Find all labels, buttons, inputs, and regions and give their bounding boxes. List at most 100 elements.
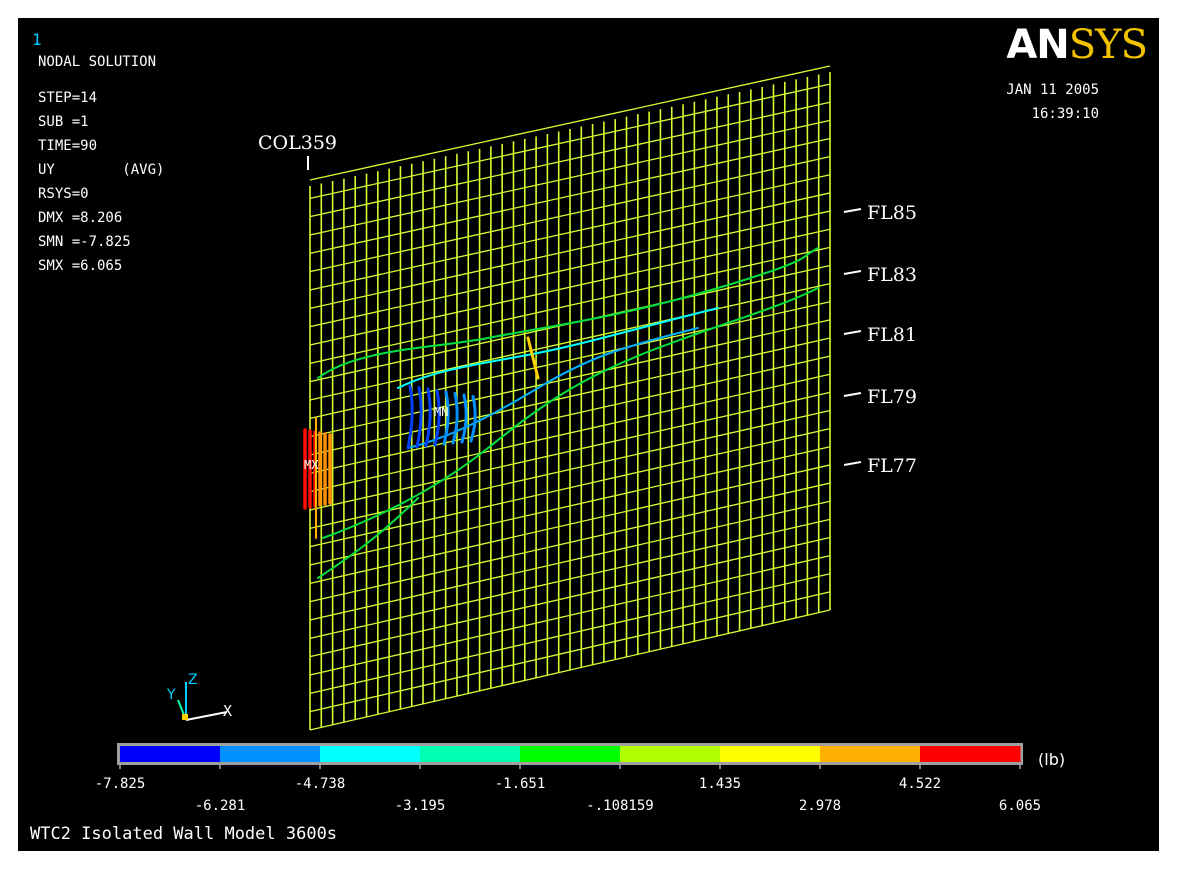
ansys-logo: ANSYS	[1006, 22, 1148, 68]
mesh-horizontal-line	[309, 319, 831, 438]
floor-label-fl77: FL77	[867, 455, 917, 477]
mesh-horizontal-line	[309, 83, 831, 199]
legend-swatch	[520, 746, 621, 762]
legend-label-top: 4.522	[898, 776, 942, 792]
blue-contour	[442, 390, 450, 446]
legend-label-bottom: -6.281	[194, 798, 246, 814]
legend-swatch	[920, 746, 1021, 762]
mesh-horizontal-line	[309, 409, 831, 529]
mesh-horizontal-line	[309, 609, 831, 731]
mesh-horizontal-line	[309, 518, 831, 639]
logo-an: AN	[1006, 22, 1069, 68]
max-marker-label: MX	[304, 458, 319, 472]
mesh-horizontal-line	[309, 137, 831, 254]
window-number: 1	[32, 30, 42, 49]
mesh-horizontal-line	[309, 65, 831, 181]
legend-swatch	[720, 746, 821, 762]
component-value: UY (AVG)	[38, 162, 165, 178]
plot-footer-title: WTC2 Isolated Wall Model 3600s	[30, 824, 338, 844]
smn-value: SMN =-7.825	[38, 234, 131, 250]
mesh-horizontal-line	[309, 228, 831, 346]
mesh-horizontal-line	[309, 101, 831, 218]
legend-swatch	[820, 746, 921, 762]
mesh-horizontal-line	[309, 428, 831, 548]
mesh-horizontal-line	[309, 301, 831, 419]
triad-origin	[182, 714, 188, 720]
floor-marker	[843, 330, 862, 335]
legend-label-bottom: -3.195	[394, 798, 446, 814]
graphics-window: 1 NODAL SOLUTION STEP=14 SUB =1 TIME=90 …	[18, 18, 1159, 851]
legend-swatch	[420, 746, 521, 762]
mesh-horizontal-line	[309, 591, 831, 713]
blue-contour	[469, 395, 477, 443]
column-label: COL359	[258, 132, 337, 154]
mesh-horizontal-line	[309, 573, 831, 694]
floor-marker	[843, 270, 862, 275]
legend-swatch	[320, 746, 421, 762]
mesh-horizontal-line	[309, 246, 831, 364]
triad-z-label: Z	[188, 672, 198, 688]
legend-label-top: -1.651	[494, 776, 546, 792]
legend-label-top: -7.825	[94, 776, 146, 792]
mesh-horizontal-line	[309, 119, 831, 236]
green-contour	[317, 497, 419, 579]
legend-swatch	[120, 746, 221, 762]
mesh-horizontal-line	[309, 355, 831, 474]
mesh-horizontal-line	[309, 446, 831, 566]
mesh-horizontal-line	[309, 373, 831, 493]
sub-value: SUB =1	[38, 114, 89, 130]
floor-marker	[843, 392, 862, 397]
floor-marker	[843, 208, 862, 213]
blue-contour	[451, 392, 459, 445]
mesh-horizontal-line	[309, 391, 831, 511]
dmx-value: DMX =8.206	[38, 210, 123, 226]
triad-x-axis	[185, 711, 228, 721]
legend-swatch	[620, 746, 721, 762]
mesh-horizontal-line	[309, 482, 831, 603]
wall-mesh	[309, 65, 831, 731]
floor-label-fl81: FL81	[867, 324, 917, 346]
floor-marker	[843, 461, 862, 466]
legend-label-top: 1.435	[698, 776, 742, 792]
mesh-horizontal-line	[309, 174, 831, 291]
rsys-value: RSYS=0	[38, 186, 89, 202]
yellow-contour	[526, 336, 540, 380]
time-value: TIME=90	[38, 138, 98, 154]
triad-y-label: Y	[167, 687, 176, 703]
legend-label-bottom: -.108159	[586, 798, 654, 814]
mesh-horizontal-line	[309, 192, 831, 309]
step-value: STEP=14	[38, 90, 98, 106]
blue-contour	[415, 386, 423, 449]
blue-contour	[460, 393, 468, 444]
legend-label-bottom: 6.065	[998, 798, 1042, 814]
smx-value: SMX =6.065	[38, 258, 123, 274]
mesh-horizontal-line	[309, 337, 831, 456]
floor-label-fl85: FL85	[867, 202, 917, 224]
green-contour	[322, 287, 819, 539]
legend-label-bottom: 2.978	[798, 798, 842, 814]
contour-bands	[303, 247, 819, 579]
min-marker-label: MN	[434, 405, 449, 419]
mesh-horizontal-line	[309, 210, 831, 328]
legend-label-top: -4.738	[294, 776, 346, 792]
legend-unit: (lb)	[1038, 750, 1066, 769]
floor-label-fl79: FL79	[867, 386, 917, 408]
wall-mesh-plot	[117, 65, 1023, 769]
legend-swatch	[220, 746, 321, 762]
mesh-horizontal-line	[309, 536, 831, 658]
plot-time: 16:39:10	[1031, 106, 1099, 122]
mesh-horizontal-line	[309, 554, 831, 676]
mesh-horizontal-line	[309, 500, 831, 621]
triad-x-label: X	[223, 702, 233, 720]
mesh-horizontal-line	[309, 156, 831, 273]
mesh-horizontal-line	[309, 282, 831, 401]
blue-contour	[424, 387, 432, 448]
mesh-horizontal-line	[309, 464, 831, 584]
logo-sys: SYS	[1068, 22, 1148, 68]
floor-label-fl83: FL83	[867, 264, 917, 286]
nodal-solution-title: NODAL SOLUTION	[38, 54, 157, 70]
plot-date: JAN 11 2005	[1006, 82, 1099, 98]
blue-contour	[433, 389, 441, 447]
cyan-contour	[397, 307, 719, 389]
green-contour	[317, 247, 819, 379]
